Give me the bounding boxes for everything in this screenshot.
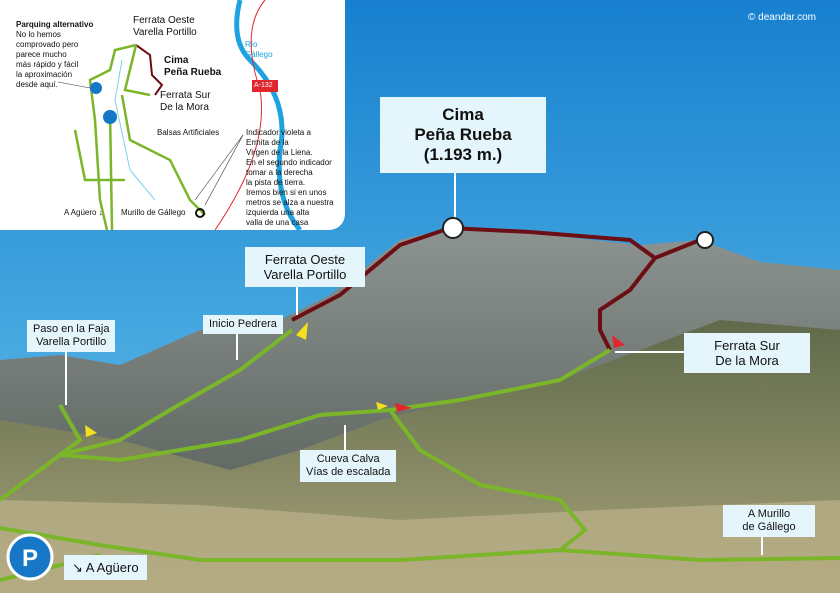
waypoint-marker	[376, 402, 388, 410]
inset-murillo: Murillo de Gállego	[121, 208, 186, 217]
svg-text:P: P	[22, 545, 38, 572]
ferrata-sur-marker	[612, 335, 625, 348]
label-a-aguero: ↘ A Agüero	[64, 555, 147, 580]
viewpoint-icon	[696, 231, 714, 249]
summit-icon	[442, 217, 464, 239]
inset-aguero: A Agüero ↓	[64, 208, 103, 217]
label-inicio-pedrera: Inicio Pedrera	[203, 315, 283, 334]
parking-icon	[6, 533, 54, 581]
inset-balsas: Balsas Artificiales	[157, 128, 220, 137]
waypoint-marker	[85, 425, 97, 437]
waypoint-marker	[395, 403, 412, 412]
foreground	[0, 500, 840, 593]
ferrata-oeste-marker	[296, 322, 308, 340]
inset-road: A-132	[254, 82, 273, 89]
copyright: © deandar.com	[748, 12, 816, 23]
